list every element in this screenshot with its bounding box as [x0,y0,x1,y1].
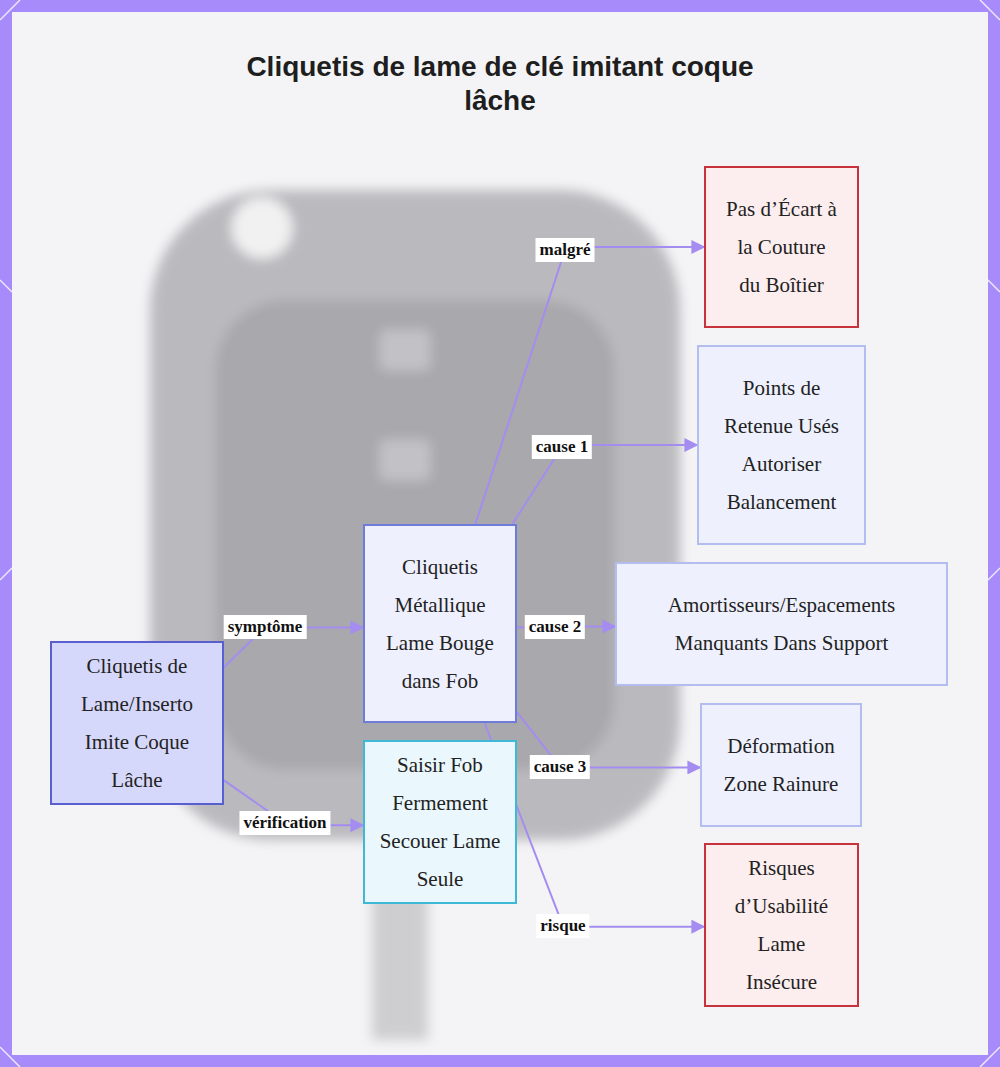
risk-box: Risques d’Usabilité Lame Insécure [704,843,859,1007]
node-text: Points de Retenue Usés Autoriser Balance… [721,369,842,521]
cause-box: Déformation Zone Rainure [700,703,862,827]
edge-label: malgré [536,238,595,262]
edge-label: cause 2 [525,615,585,639]
node-text: Déformation Zone Rainure [716,727,846,803]
edge-label: risque [536,914,589,938]
node-text-group: Cliquetis Métallique Lame Bouge dans Fob [379,548,501,700]
node-text-group: Cliquetis de Lame/Inserto Imite Coque Lâ… [64,647,210,799]
node-text: Saisir Fob Fermement Secouer Lame Seule [379,746,501,898]
node-text-group: Risques d’Usabilité Lame Insécure [726,849,837,1001]
node-text: Amortisseurs/Espacements Manquants Dans … [625,586,938,662]
diagram-title: Cliquetis de lame de clé imitant coque l… [240,50,760,118]
node-text-group: Points de Retenue Usés Autoriser Balance… [721,369,842,521]
node-text-group: Saisir Fob Fermement Secouer Lame Seule [379,746,501,898]
root-box: Cliquetis de Lame/Inserto Imite Coque Lâ… [50,641,224,805]
edge-label: cause 1 [532,435,592,459]
node-text: Pas d’Écart à la Couture du Boîtier [726,190,837,304]
symptom-box: Cliquetis Métallique Lame Bouge dans Fob [363,524,517,723]
edge-label: cause 3 [530,755,590,779]
node-text-group: Pas d’Écart à la Couture du Boîtier [726,190,837,304]
cause-box: Points de Retenue Usés Autoriser Balance… [697,345,866,545]
warning-box: Pas d’Écart à la Couture du Boîtier [704,166,859,328]
page-frame [6,6,994,1061]
connector-arrow [475,247,704,524]
node-text-group: Amortisseurs/Espacements Manquants Dans … [625,586,938,662]
edge-label: symptôme [224,615,307,639]
connector-arrow [485,723,704,927]
node-text: Cliquetis Métallique Lame Bouge dans Fob [379,548,501,700]
check-box: Saisir Fob Fermement Secouer Lame Seule [363,740,517,904]
key-fob-illustration [150,190,680,1040]
node-text: Cliquetis de Lame/Inserto Imite Coque Lâ… [64,647,210,799]
cause-box: Amortisseurs/Espacements Manquants Dans … [615,562,948,686]
node-text: Risques d’Usabilité Lame Insécure [726,849,837,1001]
node-text-group: Déformation Zone Rainure [716,727,846,803]
edge-label: vérification [239,811,330,835]
